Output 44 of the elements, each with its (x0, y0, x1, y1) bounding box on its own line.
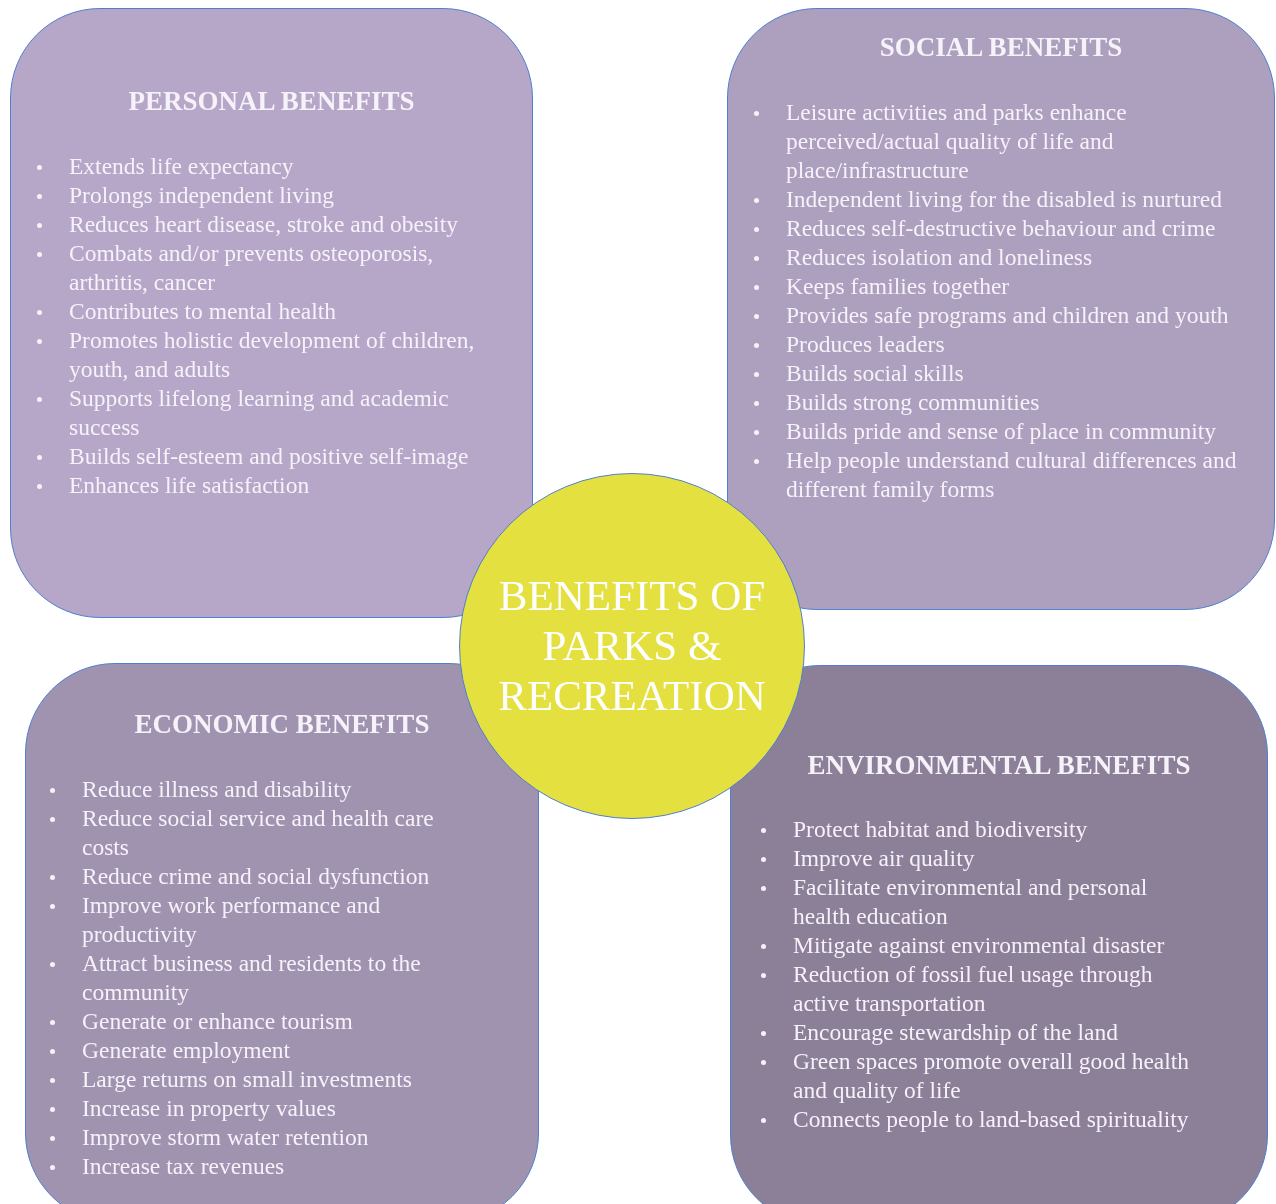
bullet-item: Produces leaders (786, 330, 946, 359)
bullet-item: Builds pride and sense of place in community (786, 417, 1218, 446)
center-title: BENEFITS OF PARKS & RECREATION (497, 571, 767, 721)
bullet-item: Help people understand cultural differences and different family forms (786, 446, 1238, 504)
bullet-item: Facilitate environmental and personal health education (793, 873, 1149, 931)
bullet-item: Improve air quality (793, 844, 976, 873)
bullet-item: Extends life expectancy (69, 152, 295, 181)
bullet-item: Enhances life satisfaction (69, 471, 311, 500)
bullet-item: Contributes to mental health (69, 297, 337, 326)
bullet-item: Encourage stewardship of the land (793, 1018, 1119, 1047)
panel-heading: PERSONAL BENEFITS (127, 86, 416, 116)
panel-heading: SOCIAL BENEFITS (878, 32, 1124, 62)
bullet-item: Mitigate against environmental disaster (793, 931, 1166, 960)
bullet-item: Reduction of fossil fuel usage through active transportation (793, 960, 1154, 1018)
bullet-item: Keeps families together (786, 272, 1011, 301)
bullet-item: Provides safe programs and children and youth (786, 301, 1230, 330)
bullet-item: Large returns on small investments (82, 1065, 413, 1094)
panel-heading: ECONOMIC BENEFITS (133, 709, 431, 739)
bullet-item: Protect habitat and biodiversity (793, 815, 1089, 844)
bullet-item: Builds social skills (786, 359, 965, 388)
bullet-item: Reduces heart disease, stroke and obesity (69, 210, 459, 239)
bullet-item: Reduce social service and health care costs (82, 804, 435, 862)
bullet-item: Reduce crime and social dysfunction (82, 862, 431, 891)
bullet-item: Builds strong communities (786, 388, 1041, 417)
bullet-item: Independent living for the disabled is nurtured (786, 185, 1223, 214)
bullet-item: Builds self-esteem and positive self-image (69, 442, 470, 471)
bullet-item: Promotes holistic development of children, youth, and adults (69, 326, 476, 384)
bullet-item: Connects people to land-based spirituality (793, 1105, 1190, 1134)
bullet-item: Supports lifelong learning and academic success (69, 384, 450, 442)
bullet-item: Attract business and residents to the community (82, 949, 422, 1007)
bullet-item: Leisure activities and parks enhance perceived/actual quality of life and place/infrastructure (786, 98, 1128, 185)
panel-heading: ENVIRONMENTAL BENEFITS (806, 750, 1192, 780)
bullet-item: Improve work performance and productivity (82, 891, 382, 949)
bullet-item: Increase in property values (82, 1094, 337, 1123)
bullet-item: Reduce illness and disability (82, 775, 353, 804)
bullet-item: Increase tax revenues (82, 1152, 286, 1181)
bullet-item: Improve storm water retention (82, 1123, 370, 1152)
bullet-item: Reduces isolation and loneliness (786, 243, 1094, 272)
bullet-item: Combats and/or prevents osteoporosis, arthritis, cancer (69, 239, 435, 297)
bullet-item: Generate employment (82, 1036, 292, 1065)
bullet-item: Prolongs independent living (69, 181, 335, 210)
bullet-item: Reduces self-destructive behaviour and crime (786, 214, 1217, 243)
bullet-item: Green spaces promote overall good health and quality of life (793, 1047, 1191, 1105)
bullet-item: Generate or enhance tourism (82, 1007, 354, 1036)
